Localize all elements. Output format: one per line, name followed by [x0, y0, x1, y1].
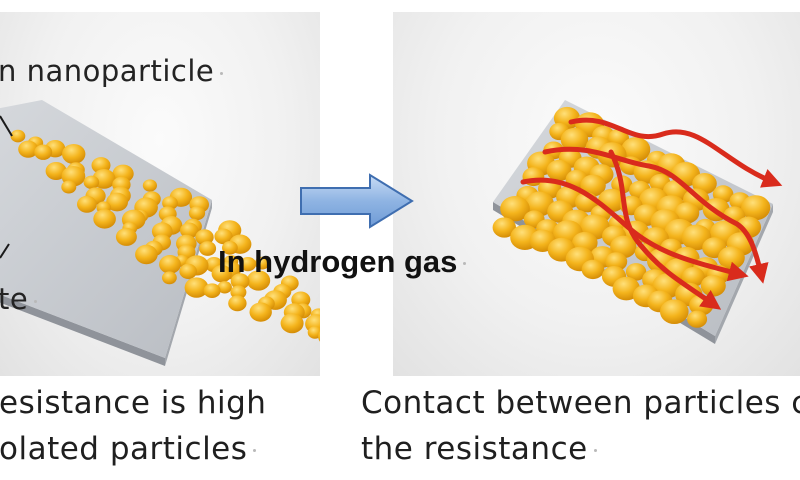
- right-caption-line2: the resistance: [361, 431, 597, 467]
- current-path-arrow: [568, 117, 783, 188]
- right-arrow-icon: [300, 173, 414, 229]
- dot-mark: [463, 262, 467, 266]
- gold-nanoparticle: [106, 192, 128, 212]
- gold-nanoparticle: [500, 196, 530, 222]
- nanoparticle-label-text: n nanoparticle: [0, 54, 215, 88]
- right-caption-line2-text: the resistance: [361, 431, 588, 467]
- gold-nanoparticle: [162, 196, 178, 210]
- gold-nanoparticle: [142, 179, 157, 192]
- gold-nanoparticle: [741, 195, 771, 221]
- left-caption-line2-text: olated particles: [0, 431, 248, 467]
- gold-nanoparticle: [211, 265, 232, 283]
- left-panel-before: n nanoparticle te: [0, 12, 320, 376]
- gold-nanoparticle: [162, 271, 177, 285]
- gold-nanoparticle: [93, 209, 116, 229]
- gold-nanoparticle: [492, 217, 516, 238]
- particle-group: [10, 129, 320, 342]
- gold-nanoparticle: [77, 195, 97, 213]
- gold-nanoparticle: [307, 326, 320, 339]
- gold-nanoparticle: [217, 281, 232, 294]
- gold-nanoparticle: [230, 273, 250, 290]
- gold-nanoparticle: [45, 162, 67, 180]
- dot-mark: [253, 449, 257, 452]
- gold-nanoparticle: [660, 299, 689, 325]
- left-caption-line1-text: esistance is high: [0, 385, 267, 421]
- gold-nanoparticle: [605, 252, 628, 271]
- gold-nanoparticle: [203, 283, 221, 299]
- gold-nanoparticle: [230, 285, 247, 300]
- gold-nanoparticle: [214, 228, 233, 245]
- gold-nanoparticle: [184, 277, 209, 298]
- gold-nanoparticle: [580, 174, 606, 197]
- gold-nanoparticle: [681, 267, 705, 287]
- gold-nanoparticle: [159, 255, 181, 274]
- current-path-arrow: [542, 146, 769, 284]
- substrate-side: [0, 294, 165, 366]
- contacting-particles-illustration: [492, 100, 783, 344]
- gold-nanoparticle: [222, 241, 238, 255]
- gold-nanoparticle: [674, 202, 700, 224]
- gold-nanoparticle: [246, 270, 271, 291]
- gold-nanoparticle: [115, 227, 137, 246]
- gold-nanoparticle: [18, 140, 39, 158]
- gold-nanoparticle: [254, 256, 270, 270]
- right-caption-line1: Contact between particles c: [361, 385, 800, 421]
- dot-mark: [34, 299, 38, 303]
- pointer-line: [0, 115, 13, 137]
- gold-nanoparticle: [239, 257, 257, 272]
- gold-nanoparticle: [195, 229, 214, 246]
- gold-nanoparticle: [180, 222, 199, 239]
- condition-label-text: In hydrogen gas: [218, 244, 458, 279]
- pointer-line: [0, 243, 10, 259]
- gold-nanoparticle: [10, 129, 26, 143]
- gold-nanoparticle: [249, 302, 272, 322]
- gold-nanoparticle: [625, 263, 647, 281]
- gold-nanoparticle: [135, 244, 158, 265]
- gold-nanoparticle: [199, 241, 217, 256]
- gold-nanoparticle: [83, 175, 100, 189]
- left-caption-line1: esistance is high: [0, 385, 266, 421]
- gold-nanoparticle: [687, 310, 708, 328]
- right-panel-after: [393, 12, 800, 376]
- isolated-particles-illustration: [0, 100, 320, 366]
- right-caption-line1-text: Contact between particles c: [361, 385, 800, 421]
- gold-nanoparticle: [621, 137, 651, 162]
- gold-nanoparticle: [700, 275, 726, 297]
- gold-nanoparticle: [179, 263, 197, 279]
- dot-mark: [593, 449, 597, 452]
- nanoparticle-label: n nanoparticle: [0, 54, 224, 88]
- gold-nanoparticle: [318, 331, 320, 342]
- gold-nanoparticle: [61, 180, 77, 194]
- left-caption-line2: olated particles: [0, 431, 257, 467]
- substrate-label-text: te: [0, 282, 29, 316]
- gold-nanoparticle: [188, 206, 206, 221]
- gold-nanoparticle: [34, 144, 53, 160]
- current-path-group: [520, 117, 783, 310]
- current-path-arrow: [608, 149, 722, 310]
- gold-nanoparticle: [525, 191, 554, 217]
- condition-label: In hydrogen gas: [218, 244, 467, 280]
- substrate-label: te: [0, 282, 38, 316]
- gold-nanoparticle: [560, 127, 589, 152]
- gold-nanoparticle: [61, 144, 86, 164]
- gold-nanoparticle: [228, 295, 247, 312]
- gold-nanoparticle: [280, 313, 304, 334]
- gold-nanoparticle: [581, 259, 605, 280]
- dot-mark: [220, 71, 224, 75]
- gold-nanoparticle: [546, 159, 572, 182]
